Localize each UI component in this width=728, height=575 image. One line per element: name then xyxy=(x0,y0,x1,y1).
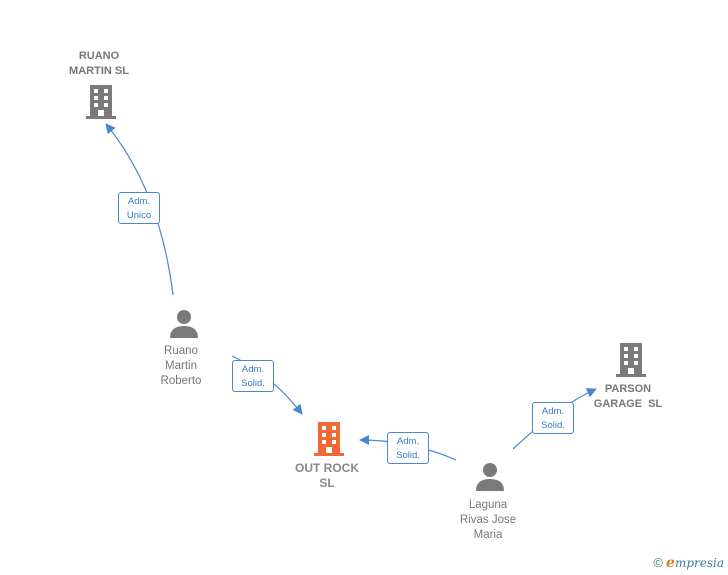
company-label-out-rock-sl: OUT ROCK SL xyxy=(295,461,359,490)
edge-badge-adm-unico[interactable]: Adm. Unico xyxy=(118,192,160,224)
company-label-ruano-martin-sl: RUANO MARTIN SL xyxy=(69,50,129,77)
person-icon[interactable] xyxy=(474,461,506,493)
person-label-laguna-rivas-jose-maria: Laguna Rivas Jose Maria xyxy=(459,499,517,541)
edge-badge-adm-solid-laguna-parson[interactable]: Adm. Solid. xyxy=(532,402,574,434)
empresia-logo: ©empresia xyxy=(653,555,724,571)
building-icon[interactable] xyxy=(85,84,117,120)
building-icon[interactable] xyxy=(615,342,647,378)
brand-name: empresia xyxy=(666,555,724,571)
person-label-ruano-martin-roberto: Ruano Martin Roberto xyxy=(160,345,202,387)
edge-badge-adm-solid-roberto[interactable]: Adm. Solid. xyxy=(232,360,274,392)
building-icon-main[interactable] xyxy=(313,421,345,457)
edge-badge-adm-solid-laguna-outrock[interactable]: Adm. Solid. xyxy=(387,432,429,464)
company-label-parson-garage-sl: PARSON GARAGE SL xyxy=(593,383,663,410)
person-icon[interactable] xyxy=(168,308,200,340)
copyright-symbol: © xyxy=(653,555,664,570)
